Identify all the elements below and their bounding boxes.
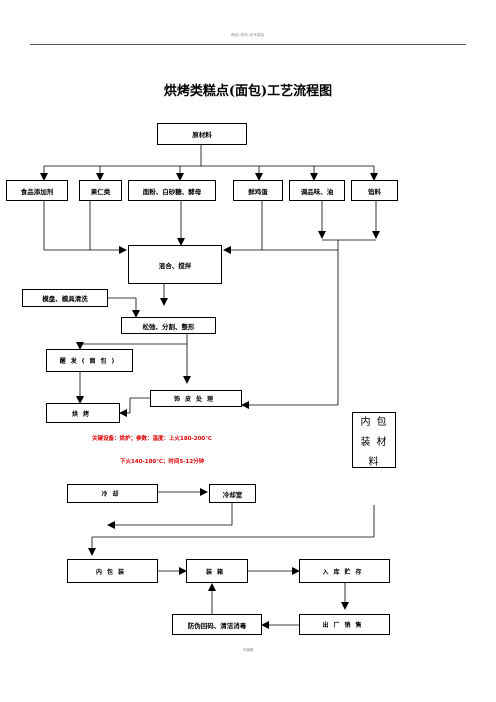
key-equipment-note: 关键设备：烘炉；参数：温度：上火180-200℃ — [92, 436, 212, 442]
node-fresh-egg: 鲜鸡蛋 — [233, 180, 283, 201]
node-nuts: 果仁类 — [79, 180, 122, 201]
node-inner-pack: 内包装 — [67, 559, 158, 583]
diagram-title: 烘烤类糕点(面包)工艺流程图 — [163, 84, 333, 99]
header-rule — [30, 44, 466, 45]
node-seasoning-oil: 调品味、油 — [289, 180, 345, 201]
node-storage: 入库贮存 — [299, 559, 390, 583]
node-mold-cleaning: 模盘、模具清洗 — [22, 289, 108, 307]
node-flour-sugar-yeast: 面粉、白砂糖、酵母 — [128, 180, 216, 201]
node-filling: 馅料 — [351, 180, 398, 201]
page-header: 精品-资料-成本模板 — [231, 33, 265, 37]
node-mixing: 混合、搅拌 — [128, 245, 222, 284]
key-parameters-note: 下火140-180℃；时间5-12分钟 — [120, 459, 205, 465]
node-shipping: 出厂销售 — [299, 614, 390, 635]
node-proofing: 醒发(面包) — [46, 349, 133, 372]
node-divide-shape: 松弛、分割、整形 — [121, 317, 216, 334]
node-outer-pack: 装箱 — [186, 559, 248, 583]
node-anti-counterfeit-cleaning: 防伪回码、清洁消毒 — [172, 614, 262, 635]
node-skin-treatment: 饰皮处理 — [150, 390, 242, 407]
node-cooling-room: 冷却室 — [209, 484, 256, 503]
node-cooling: 冷却 — [67, 484, 158, 503]
node-food-additive: 食品添加剂 — [6, 180, 68, 201]
node-baking: 烘烤 — [46, 403, 120, 423]
node-inner-packaging-material: 内包装材料 — [352, 412, 396, 468]
node-raw-material: 原材料 — [157, 123, 247, 145]
page-footer: 可编辑 — [242, 648, 254, 652]
